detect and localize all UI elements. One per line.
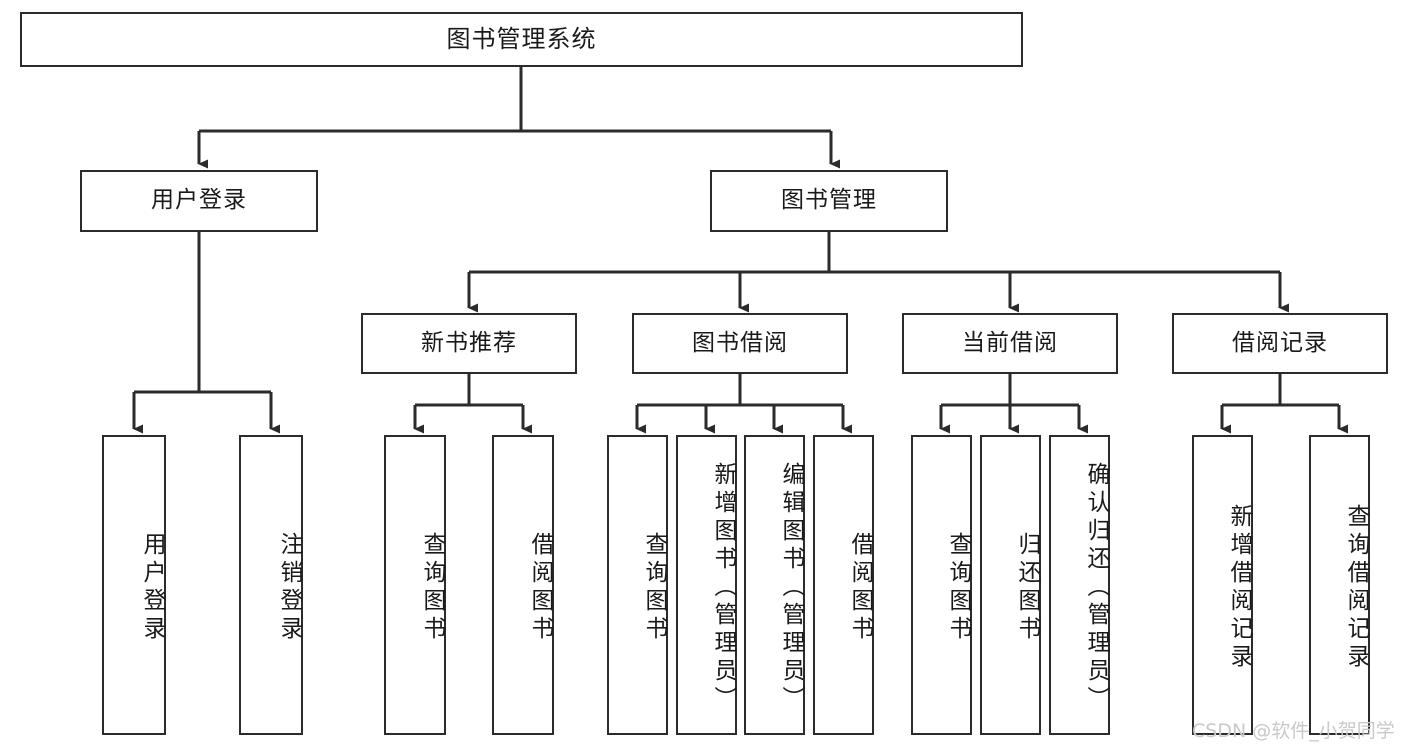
leaf-user-logout[interactable]: 注销登录 [239,435,303,735]
node-new-book-recommend[interactable]: 新书推荐 [361,313,577,374]
leaf-label: 新增借阅记录 [1226,504,1252,672]
node-current-borrow[interactable]: 当前借阅 [902,313,1118,374]
leaf-label: 查询图书 [945,532,971,644]
node-book-borrow[interactable]: 图书借阅 [632,313,848,374]
leaf-query-book-recommend[interactable]: 查询图书 [384,435,446,735]
leaf-query-book-current[interactable]: 查询图书 [911,435,972,735]
leaf-borrow-book[interactable]: 借阅图书 [813,435,874,735]
leaf-return-book[interactable]: 归还图书 [980,435,1041,735]
leaf-label: 新增图书（管理员） [710,462,736,714]
leaf-add-borrow-record[interactable]: 新增借阅记录 [1192,435,1253,735]
leaf-confirm-return[interactable]: 确认归还（管理员） [1049,435,1110,735]
leaf-label: 借阅图书 [527,532,553,644]
leaf-label: 用户登录 [139,532,165,644]
node-user-login[interactable]: 用户登录 [80,170,318,232]
leaf-label: 查询图书 [641,532,667,644]
leaf-query-borrow-record[interactable]: 查询借阅记录 [1309,435,1370,735]
leaf-borrow-book-recommend[interactable]: 借阅图书 [492,435,554,735]
leaf-user-login[interactable]: 用户登录 [102,435,166,735]
leaf-label: 编辑图书（管理员） [778,462,804,714]
leaf-label: 查询图书 [419,532,445,644]
leaf-label: 借阅图书 [847,532,873,644]
leaf-label: 查询借阅记录 [1343,504,1369,672]
node-root-system[interactable]: 图书管理系统 [20,12,1023,67]
leaf-label: 注销登录 [276,532,302,644]
csdn-watermark: CSDN @软件_小贺同学 [1192,720,1395,742]
leaf-add-book[interactable]: 新增图书（管理员） [676,435,737,735]
node-book-management[interactable]: 图书管理 [710,170,948,232]
leaf-label: 归还图书 [1014,532,1040,644]
leaf-label: 确认归还（管理员） [1083,462,1109,714]
leaf-query-book-borrow[interactable]: 查询图书 [607,435,668,735]
leaf-edit-book[interactable]: 编辑图书（管理员） [744,435,805,735]
node-borrow-record[interactable]: 借阅记录 [1172,313,1388,374]
